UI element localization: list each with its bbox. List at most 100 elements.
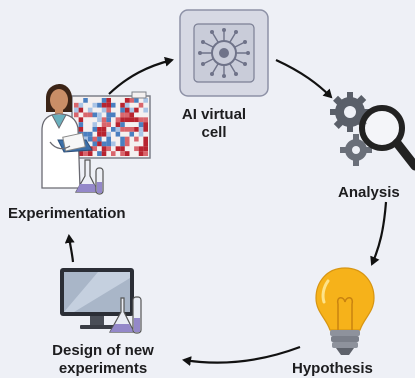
heatmap-cell [129, 117, 135, 123]
heatmap-cell [111, 151, 116, 156]
heatmap-cell [87, 102, 93, 108]
heatmap-cell [143, 122, 149, 127]
heatmap-cell [124, 127, 130, 132]
heatmap-cell [111, 102, 116, 108]
heatmap-cell [115, 107, 121, 113]
heatmap-cell [129, 98, 135, 103]
heatmap-cell [97, 131, 102, 137]
heatmap-cell [101, 131, 107, 137]
heatmap-cell [106, 127, 112, 132]
heatmap-cell [83, 112, 88, 118]
arrow-ai-to-analysis [275, 59, 333, 99]
heatmap-cell [134, 122, 139, 127]
heatmap-cell [101, 102, 107, 108]
heatmap-cell [111, 107, 116, 113]
heatmap-cell [74, 107, 79, 113]
heatmap-cell [97, 102, 102, 108]
heatmap-cell [83, 127, 88, 132]
heatmap-cell [134, 151, 139, 156]
experimentation-label: Experimentation [8, 205, 126, 222]
heatmap-cell [106, 102, 112, 108]
heatmap-cell [92, 122, 98, 127]
heatmap-cell [124, 98, 130, 103]
heatmap-cell [101, 146, 107, 152]
heatmap-cell [101, 127, 107, 132]
heatmap-cell [143, 136, 149, 142]
heatmap-cell [120, 136, 125, 142]
heatmap-cell [83, 136, 88, 142]
heatmap-cell [92, 107, 98, 113]
heatmap-cell [120, 102, 125, 108]
heatmap-cell [124, 102, 130, 108]
design-label-line2: experiments [58, 360, 148, 377]
ai-virtual-cell-label-line1: AI virtual [181, 106, 247, 123]
heatmap-cell [138, 98, 144, 103]
heatmap-cell [129, 151, 135, 156]
heatmap-cell [87, 117, 93, 123]
heatmap-cell [111, 112, 116, 118]
heatmap-cell [106, 146, 112, 152]
heatmap-cell [134, 112, 139, 118]
heatmap-cell [78, 112, 84, 118]
heatmap-cell [83, 122, 88, 127]
heatmap-cell [120, 122, 125, 127]
heatmap-cell [143, 112, 149, 118]
heatmap-cell [87, 107, 93, 113]
heatmap-cell [129, 131, 135, 137]
heatmap-cell [138, 122, 144, 127]
heatmap-cell [97, 122, 102, 127]
heatmap-cell [124, 151, 130, 156]
ai-virtual-cell-label-line2: cell [201, 124, 227, 141]
heatmap-cell [83, 151, 88, 156]
heatmap-cell [124, 107, 130, 113]
heatmap-cell [92, 146, 98, 152]
heatmap-cell [78, 151, 84, 156]
heatmap-cell [111, 146, 116, 152]
heatmap-cell [134, 107, 139, 113]
heatmap-cell [97, 98, 102, 103]
heatmap-cell [129, 141, 135, 147]
heatmap-cell [97, 136, 102, 142]
heatmap-cell [134, 102, 139, 108]
heatmap-cell [138, 146, 144, 152]
heatmap-cell [111, 141, 116, 147]
heatmap-cell [143, 131, 149, 137]
heatmap-cell [111, 122, 116, 127]
heatmap-cell [111, 98, 116, 103]
heatmap-cell [83, 107, 88, 113]
heatmap-cell [138, 117, 144, 123]
heatmap-cell [134, 98, 139, 103]
heatmap-cell [101, 107, 107, 113]
heatmap-cell [115, 122, 121, 127]
scientist-heatmap-icon [41, 84, 151, 195]
heatmap-cell [124, 117, 130, 123]
gears-magnifier-icon [330, 92, 415, 171]
heatmap-cell [97, 112, 102, 118]
heatmap-cell [120, 117, 125, 123]
heatmap-cell [101, 117, 107, 123]
heatmap-cell [97, 146, 102, 152]
heatmap-cell [87, 127, 93, 132]
arrow-analysis-to-hypothesis [370, 201, 388, 266]
heatmap-cell [143, 107, 149, 113]
heatmap-cell [97, 117, 102, 123]
heatmap-cell [138, 102, 144, 108]
heatmap-cell [87, 136, 93, 142]
heatmap-cell [129, 122, 135, 127]
heatmap-cell [92, 136, 98, 142]
heatmap-cell [106, 136, 112, 142]
heatmap-cell [78, 98, 84, 103]
heatmap-cell [120, 141, 125, 147]
heatmap-cell [134, 131, 139, 137]
heatmap-cell [106, 131, 112, 137]
heatmap-cell [101, 151, 107, 156]
arrow-design-to-experimentation [64, 234, 75, 263]
cpu-chip-icon [179, 9, 269, 97]
heatmap-cell [143, 117, 149, 123]
heatmap-cell [115, 151, 121, 156]
heatmap-cell [143, 141, 149, 147]
heatmap-cell [106, 117, 112, 123]
heatmap-cell [106, 112, 112, 118]
heatmap-cell [92, 151, 98, 156]
heatmap-cell [97, 107, 102, 113]
